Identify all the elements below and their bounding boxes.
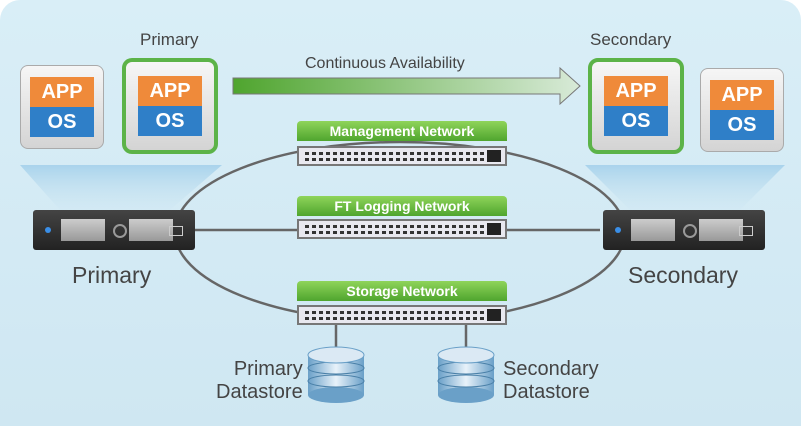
os-layer: OS <box>30 107 94 137</box>
app-layer: APP <box>710 80 774 110</box>
storage-network-label: Storage Network <box>297 281 507 301</box>
primary-datastore-line2: Datastore <box>216 381 303 403</box>
primary-vm-label: Primary <box>140 30 199 49</box>
management-switch-icon <box>297 146 507 166</box>
secondary-datastore-line1: Secondary <box>503 358 599 380</box>
secondary-server-icon <box>603 210 765 250</box>
os-layer: OS <box>710 110 774 140</box>
primary-beam <box>20 165 222 210</box>
management-network-label: Management Network <box>297 121 507 141</box>
app-layer: APP <box>30 77 94 107</box>
ft-logging-switch-icon <box>297 219 507 239</box>
secondary-beam <box>585 165 785 210</box>
storage-switch-icon <box>297 305 507 325</box>
primary-datastore-line1: Primary <box>233 358 303 380</box>
primary-server-icon <box>33 210 195 250</box>
primary-host-label: Primary <box>72 262 152 288</box>
continuous-availability-label: Continuous Availability <box>305 55 465 72</box>
ft-logging-network-label: FT Logging Network <box>297 196 507 216</box>
secondary-datastore-line2: Datastore <box>503 381 590 403</box>
secondary-datastore-icon <box>437 346 495 403</box>
app-layer: APP <box>138 76 202 106</box>
app-layer: APP <box>604 76 668 106</box>
continuous-availability-arrow <box>232 66 581 106</box>
primary-datastore-label: Primary Datastore <box>216 358 303 404</box>
os-layer: OS <box>138 106 202 136</box>
os-layer: OS <box>604 106 668 136</box>
secondary-host-label: Secondary <box>628 262 738 288</box>
secondary-datastore-label: Secondary Datastore <box>503 358 599 404</box>
secondary-vm-label: Secondary <box>590 30 672 49</box>
primary-datastore-icon <box>307 346 365 403</box>
